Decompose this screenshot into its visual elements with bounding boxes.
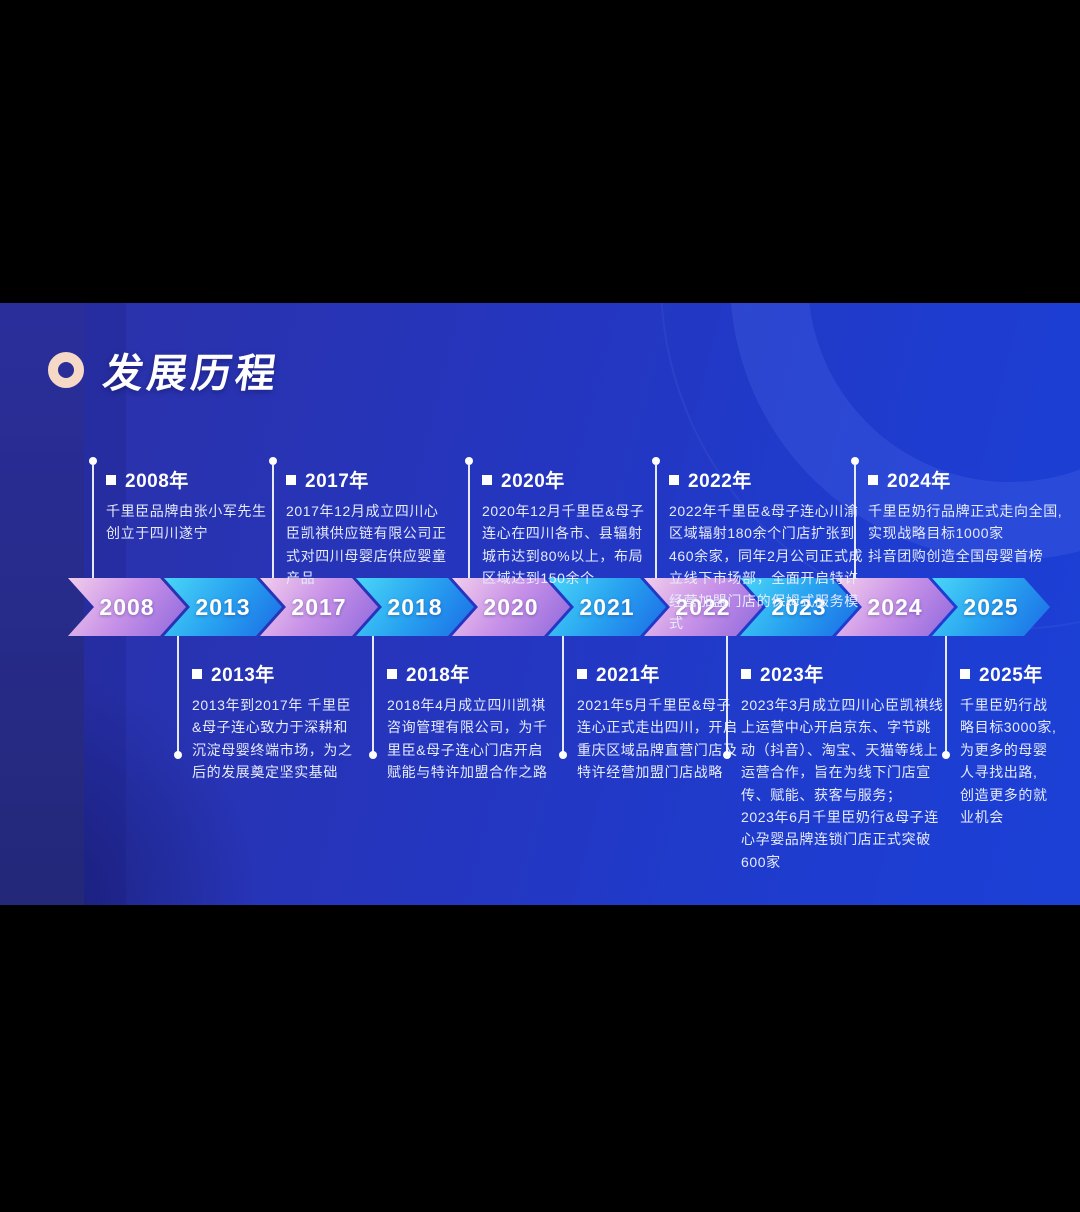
connector-line [945,636,947,755]
timeline-arrow-2025: 2025 [932,578,1050,636]
event-description: 2022年千里臣&母子连心川渝区域辐射180余个门店扩张到460余家，同年2月公… [669,503,864,631]
square-bullet-icon [577,668,587,679]
square-bullet-icon [741,668,751,679]
square-bullet-icon [192,668,202,679]
event-description: 2023年3月成立四川心臣凯祺线上运营中心开启京东、字节跳动（抖音）、淘宝、天猫… [741,697,944,870]
arrow-year-label: 2018 [387,593,443,620]
arrow-year-label: 2017 [291,593,347,620]
connector-dot [269,457,277,465]
event-description: 2018年4月成立四川凯祺咨询管理有限公司，为千里臣&母子连心门店开启赋能与特许… [387,697,548,781]
connector-line [655,465,657,578]
page-title: 发展历程 [100,352,283,396]
slide-header: 发展历程 [48,341,283,399]
event-year-label: 2020年 [501,471,565,492]
connector-dot [851,457,859,465]
event-year-label: 2013年 [211,665,275,686]
arrow-year-label: 2023 [771,593,827,620]
connector-line [562,636,564,755]
connector-dot [174,751,182,759]
connector-line [372,636,374,755]
arrow-year-label: 2008 [99,593,155,620]
connector-line [92,465,94,578]
timeline-arrow-2013: 2013 [164,578,282,636]
arrow-year-label: 2022 [675,593,731,620]
arrow-year-label: 2024 [867,593,923,620]
event-description: 千里臣奶行品牌正式走向全国, 实现战略目标1000家 抖音团购创造全国母婴首榜 [868,503,1063,564]
connector-dot [723,751,731,759]
connector-dot [465,457,473,465]
arrow-year-label: 2021 [579,593,635,620]
connector-dot [369,751,377,759]
connector-dot [89,457,97,465]
connector-line [468,465,470,578]
timeline-arrow-2023: 2023 [740,578,858,636]
event-description: 2020年12月千里臣&母子连心在四川各市、县辐射城市达到80%以上，布局区域达… [482,503,645,587]
square-bullet-icon [669,474,679,485]
arrow-year-label: 2013 [195,593,251,620]
event-description: 2017年12月成立四川心臣凯祺供应链有限公司正式对四川母婴店供应婴童产品 [286,503,447,587]
event-year-label: 2008年 [125,471,189,492]
event-year-label: 2024年 [887,471,951,492]
event-year-label: 2021年 [596,665,660,686]
event-description: 千里臣品牌由张小军先生创立于四川遂宁 [106,503,267,542]
connector-dot [942,751,950,759]
ring-bullet-icon [48,352,84,388]
event-year-label: 2017年 [305,471,369,492]
arrow-year-label: 2020 [483,593,539,620]
event-description: 2021年5月千里臣&母子连心正式走出四川，开启重庆区域品牌直营门店及特许经营加… [577,697,738,781]
event-description: 2013年到2017年 千里臣&母子连心致力于深耕和沉淀母婴终端市场，为之后的发… [192,697,353,781]
square-bullet-icon [106,474,116,485]
connector-line [177,636,179,755]
square-bullet-icon [387,668,397,679]
arrow-year-label: 2025 [963,593,1019,620]
connector-dot [652,457,660,465]
square-bullet-icon [868,474,878,485]
connector-line [272,465,274,578]
timeline-slide: 发展历程 2008 2013 2017 2018 2020 2021 2022 … [0,303,1080,905]
event-description: 千里臣奶行战略目标3000家, 为更多的母婴人寻找出路, 创造更多的就业机会 [960,697,1057,825]
event-year-label: 2025年 [979,665,1043,686]
connector-line [854,465,856,578]
square-bullet-icon [286,474,296,485]
connector-line [726,636,728,755]
timeline-arrow-2017: 2017 [260,578,378,636]
event-year-label: 2018年 [406,665,470,686]
square-bullet-icon [960,668,970,679]
square-bullet-icon [482,474,492,485]
event-year-label: 2023年 [760,665,824,686]
connector-dot [559,751,567,759]
background-band-left [0,303,84,905]
event-year-label: 2022年 [688,471,752,492]
